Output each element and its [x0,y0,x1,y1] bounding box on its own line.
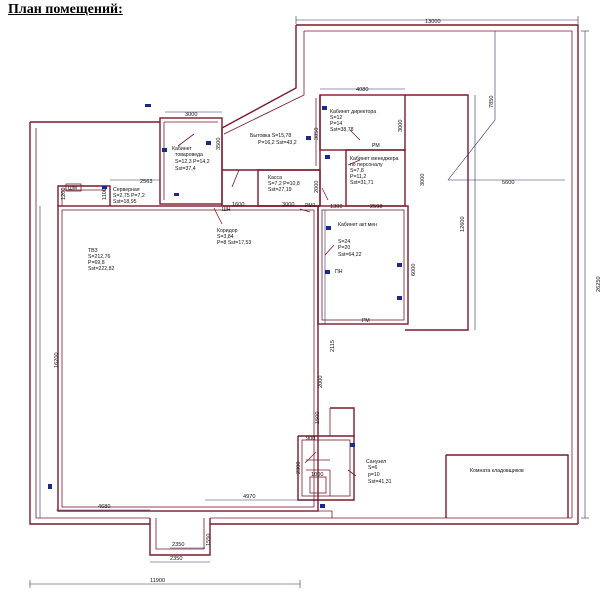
dim-26250: 26250 [596,276,602,292]
dim-4080: 4080 [356,87,368,93]
room-tvz: ТВЗ S=212,76 P=69,8 Sst=222,82 [88,248,115,272]
dim-12600: 12600 [460,216,466,232]
socket-markers [48,104,402,508]
dim-1600: 1600 [232,202,244,208]
dim-3000a: 3000 [185,112,197,118]
room-kab-direktora: Кабинет директора S=12 P=14 Sst=38,78 [330,109,378,133]
room-kab-akt: Кабинет акт.мен S=24 P=20 Sst=64,22 [338,222,378,258]
outer-walls [29,24,579,556]
dim-1500: 1500 [315,412,321,424]
dim-1200: 1200 [61,188,67,200]
tag-shn: ШН [222,207,231,213]
dim-6000: 6000 [411,264,417,276]
interior-walls [57,94,569,518]
tag-pm-akt: РМ [362,318,370,324]
dim-11900: 11900 [150,578,165,584]
dim-2000a: 2000 [314,181,320,193]
dim-2000b: 2000 [318,376,324,388]
dim-1000: 1000 [311,472,323,478]
dim-2115: 2115 [330,340,336,352]
dim-7850: 7850 [489,96,495,108]
tag-shm: ШМ [68,186,77,192]
dim-3000b: 3000 [398,120,404,132]
dim-2598: 2598 [370,204,382,210]
room-koridor: Коридор S=3,84 P=8 Sst=17,53 [217,228,251,246]
door-lines [177,129,361,477]
dim-1550: 1550 [206,534,212,546]
dim-5600: 5600 [502,180,514,186]
room-servernaya: Серверная S=2,75 P=7,2 Sst=18,95 [113,187,146,205]
page-title: План помещений: [8,2,123,17]
room-labels: ТВЗ S=212,76 P=69,8 Sst=222,82 Кабинет т… [88,109,524,485]
tag-pm1: РМ1 [305,203,316,209]
dim-900: 900 [306,436,315,442]
room-komnata: Комната кладовщиков [470,468,524,474]
dim-3000d: 3000 [282,202,294,208]
dim-3500: 3500 [216,138,222,150]
dim-4680: 4680 [98,504,110,510]
room-kab-menedzhera: Кабинет менеджера по персоналу S=7,8 P=1… [350,156,400,186]
dim-16200: 16200 [54,352,60,368]
dim-1300: 1300 [330,204,342,210]
dimension-texts: 13000 4080 3000 2563 1600 3000 1300 2598… [54,19,602,584]
dim-2350b: 2350 [170,556,182,562]
dimension-lines [29,16,589,588]
tag-pm-director: РМ [372,143,380,149]
dim-2563: 2563 [140,179,152,185]
room-kassa: Касса S=7,2 P=10,8 Sst=27,19 [268,175,301,193]
dim-3850: 3850 [314,128,320,140]
dim-4970: 4970 [243,494,255,500]
plan-tags: ШМ РМ1 РМ РМ ШН ПН [65,143,380,324]
room-bytovka: Бытовка S=15,78 P=16,2 Sst=43,2 [250,133,297,146]
dim-13000: 13000 [425,19,441,25]
dim-2350a: 2350 [172,542,184,548]
dim-2300: 2300 [296,462,302,474]
room-kab-tovaroveda: Кабинет товароведа S=12,3 P=14,2 Sst=37,… [172,146,211,172]
tag-pn: ПН [335,269,343,275]
dim-3000c: 3000 [420,174,426,186]
room-sanuzel: Санузел S=6 p=10 Sst=41,31 [366,459,392,485]
dim-1100: 1100 [102,188,108,200]
